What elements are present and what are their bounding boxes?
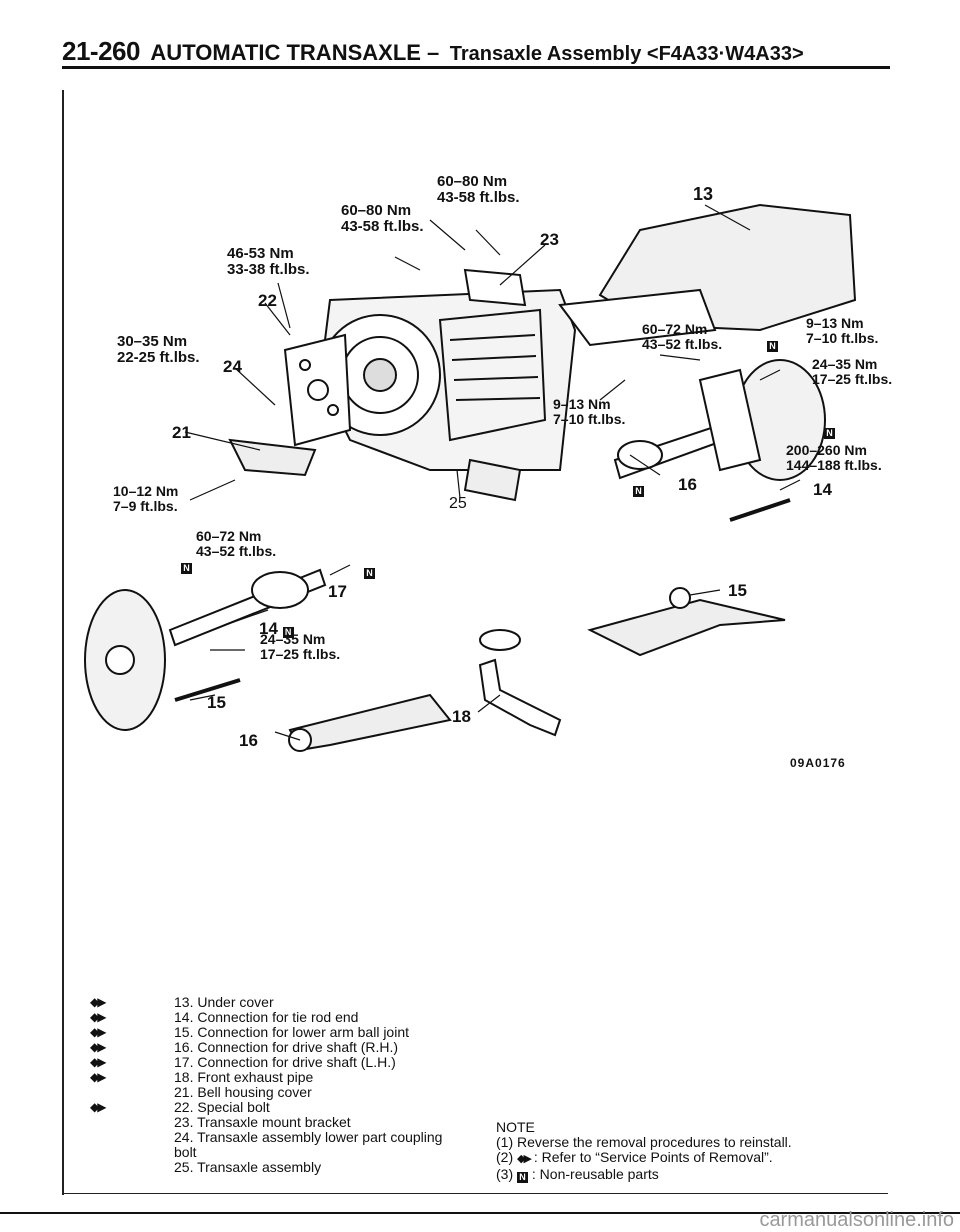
callout-number: 21 xyxy=(172,423,191,442)
note-title: NOTE xyxy=(496,1119,535,1135)
callout-number: 15 xyxy=(207,693,226,712)
frame-bottom-rule xyxy=(62,1193,888,1194)
callout-number: 16 xyxy=(678,475,697,494)
callout-number: 22 xyxy=(258,291,277,310)
section-subtitle: Transaxle Assembly <F4A33·W4A33> xyxy=(449,43,804,65)
footer-watermark: carmanualsonline.info xyxy=(759,1209,954,1231)
callout-number: 23 xyxy=(540,230,559,249)
rh-ball-joint-drawing xyxy=(669,587,691,609)
legend-item: ◆▶18. Front exhaust pipe xyxy=(90,1069,314,1085)
note-line-1: (1) Reverse the removal procedures to re… xyxy=(496,1134,792,1150)
section-code: 21-260 xyxy=(62,36,140,66)
callout-number: 24 xyxy=(223,357,242,376)
non-reusable-marker: N xyxy=(181,563,192,574)
note-block: NOTE (1) Reverse the removal procedures … xyxy=(496,1120,876,1183)
legend-item: 25. Transaxle assembly xyxy=(174,1159,322,1175)
note-line-3: (3) N : Non-reusable parts xyxy=(496,1166,659,1183)
legend-item: 24. Transaxle assembly lower part coupli… xyxy=(174,1129,443,1160)
legend-item: ◆▶17. Connection for drive shaft (L.H.) xyxy=(90,1054,396,1070)
parts-legend: ◆▶13. Under cover ◆▶14. Connection for t… xyxy=(90,994,474,1175)
callout-number: 14 N xyxy=(259,619,294,639)
removal-marker: ◆▶ xyxy=(90,1025,107,1039)
removal-marker: ◆▶ xyxy=(90,1070,107,1084)
non-reusable-marker: N xyxy=(824,428,835,439)
legend-item: ◆▶16. Connection for drive shaft (R.H.) xyxy=(90,1039,399,1055)
rh-drive-shaft-drawing xyxy=(613,359,826,522)
callout-number: 16 xyxy=(239,731,258,750)
header-rule xyxy=(62,66,890,69)
callout-number: 18 xyxy=(452,707,471,726)
removal-marker: ◆▶ xyxy=(517,1153,532,1165)
figure-id: 09A0176 xyxy=(790,756,846,770)
rh-lower-arm-drawing xyxy=(587,598,786,657)
legend-item: 23. Transaxle mount bracket xyxy=(174,1114,351,1130)
non-reusable-marker: N xyxy=(517,1172,529,1183)
callout-number: 14 xyxy=(813,480,832,499)
removal-marker: ◆▶ xyxy=(90,1010,107,1024)
non-reusable-marker: N xyxy=(364,568,375,579)
lh-lower-arm-drawing xyxy=(288,693,452,752)
non-reusable-marker: N xyxy=(767,341,778,352)
frame-left-rule xyxy=(62,90,64,1195)
bell-housing-cover-drawing xyxy=(228,438,317,477)
exhaust-pipe-drawing xyxy=(478,629,562,737)
drive-plate-drawing xyxy=(283,333,352,447)
leader-lines xyxy=(184,204,801,741)
mount-bracket-drawing xyxy=(463,268,527,307)
callout-number: 17 xyxy=(328,582,347,601)
legend-item: ◆▶22. Special bolt xyxy=(90,1099,270,1115)
removal-marker: ◆▶ xyxy=(90,1100,107,1114)
callout-number: 25 xyxy=(449,495,467,512)
page-header: 21-260 AUTOMATIC TRANSAXLE – Transaxle A… xyxy=(62,36,892,70)
non-reusable-marker: N xyxy=(633,486,644,497)
removal-marker: ◆▶ xyxy=(90,1055,107,1069)
legend-item: ◆▶15. Connection for lower arm ball join… xyxy=(90,1024,410,1040)
callout-number: 13 xyxy=(693,184,714,204)
lh-drive-shaft-drawing xyxy=(84,568,327,731)
removal-marker: ◆▶ xyxy=(90,995,107,1009)
legend-item: ◆▶14. Connection for tie rod end xyxy=(90,1009,359,1025)
section-title: AUTOMATIC TRANSAXLE – xyxy=(150,40,440,65)
note-line-2: (2) ◆▶ : Refer to “Service Points of Rem… xyxy=(496,1149,773,1166)
callout-number: 15 xyxy=(728,581,747,600)
transaxle-assembly-drawing xyxy=(318,288,577,502)
page-bottom-rule xyxy=(0,1212,960,1214)
legend-item: 21. Bell housing cover xyxy=(174,1084,312,1100)
removal-marker: ◆▶ xyxy=(90,1040,107,1054)
under-cover-drawing xyxy=(558,203,857,347)
legend-item: ◆▶13. Under cover xyxy=(90,994,274,1010)
